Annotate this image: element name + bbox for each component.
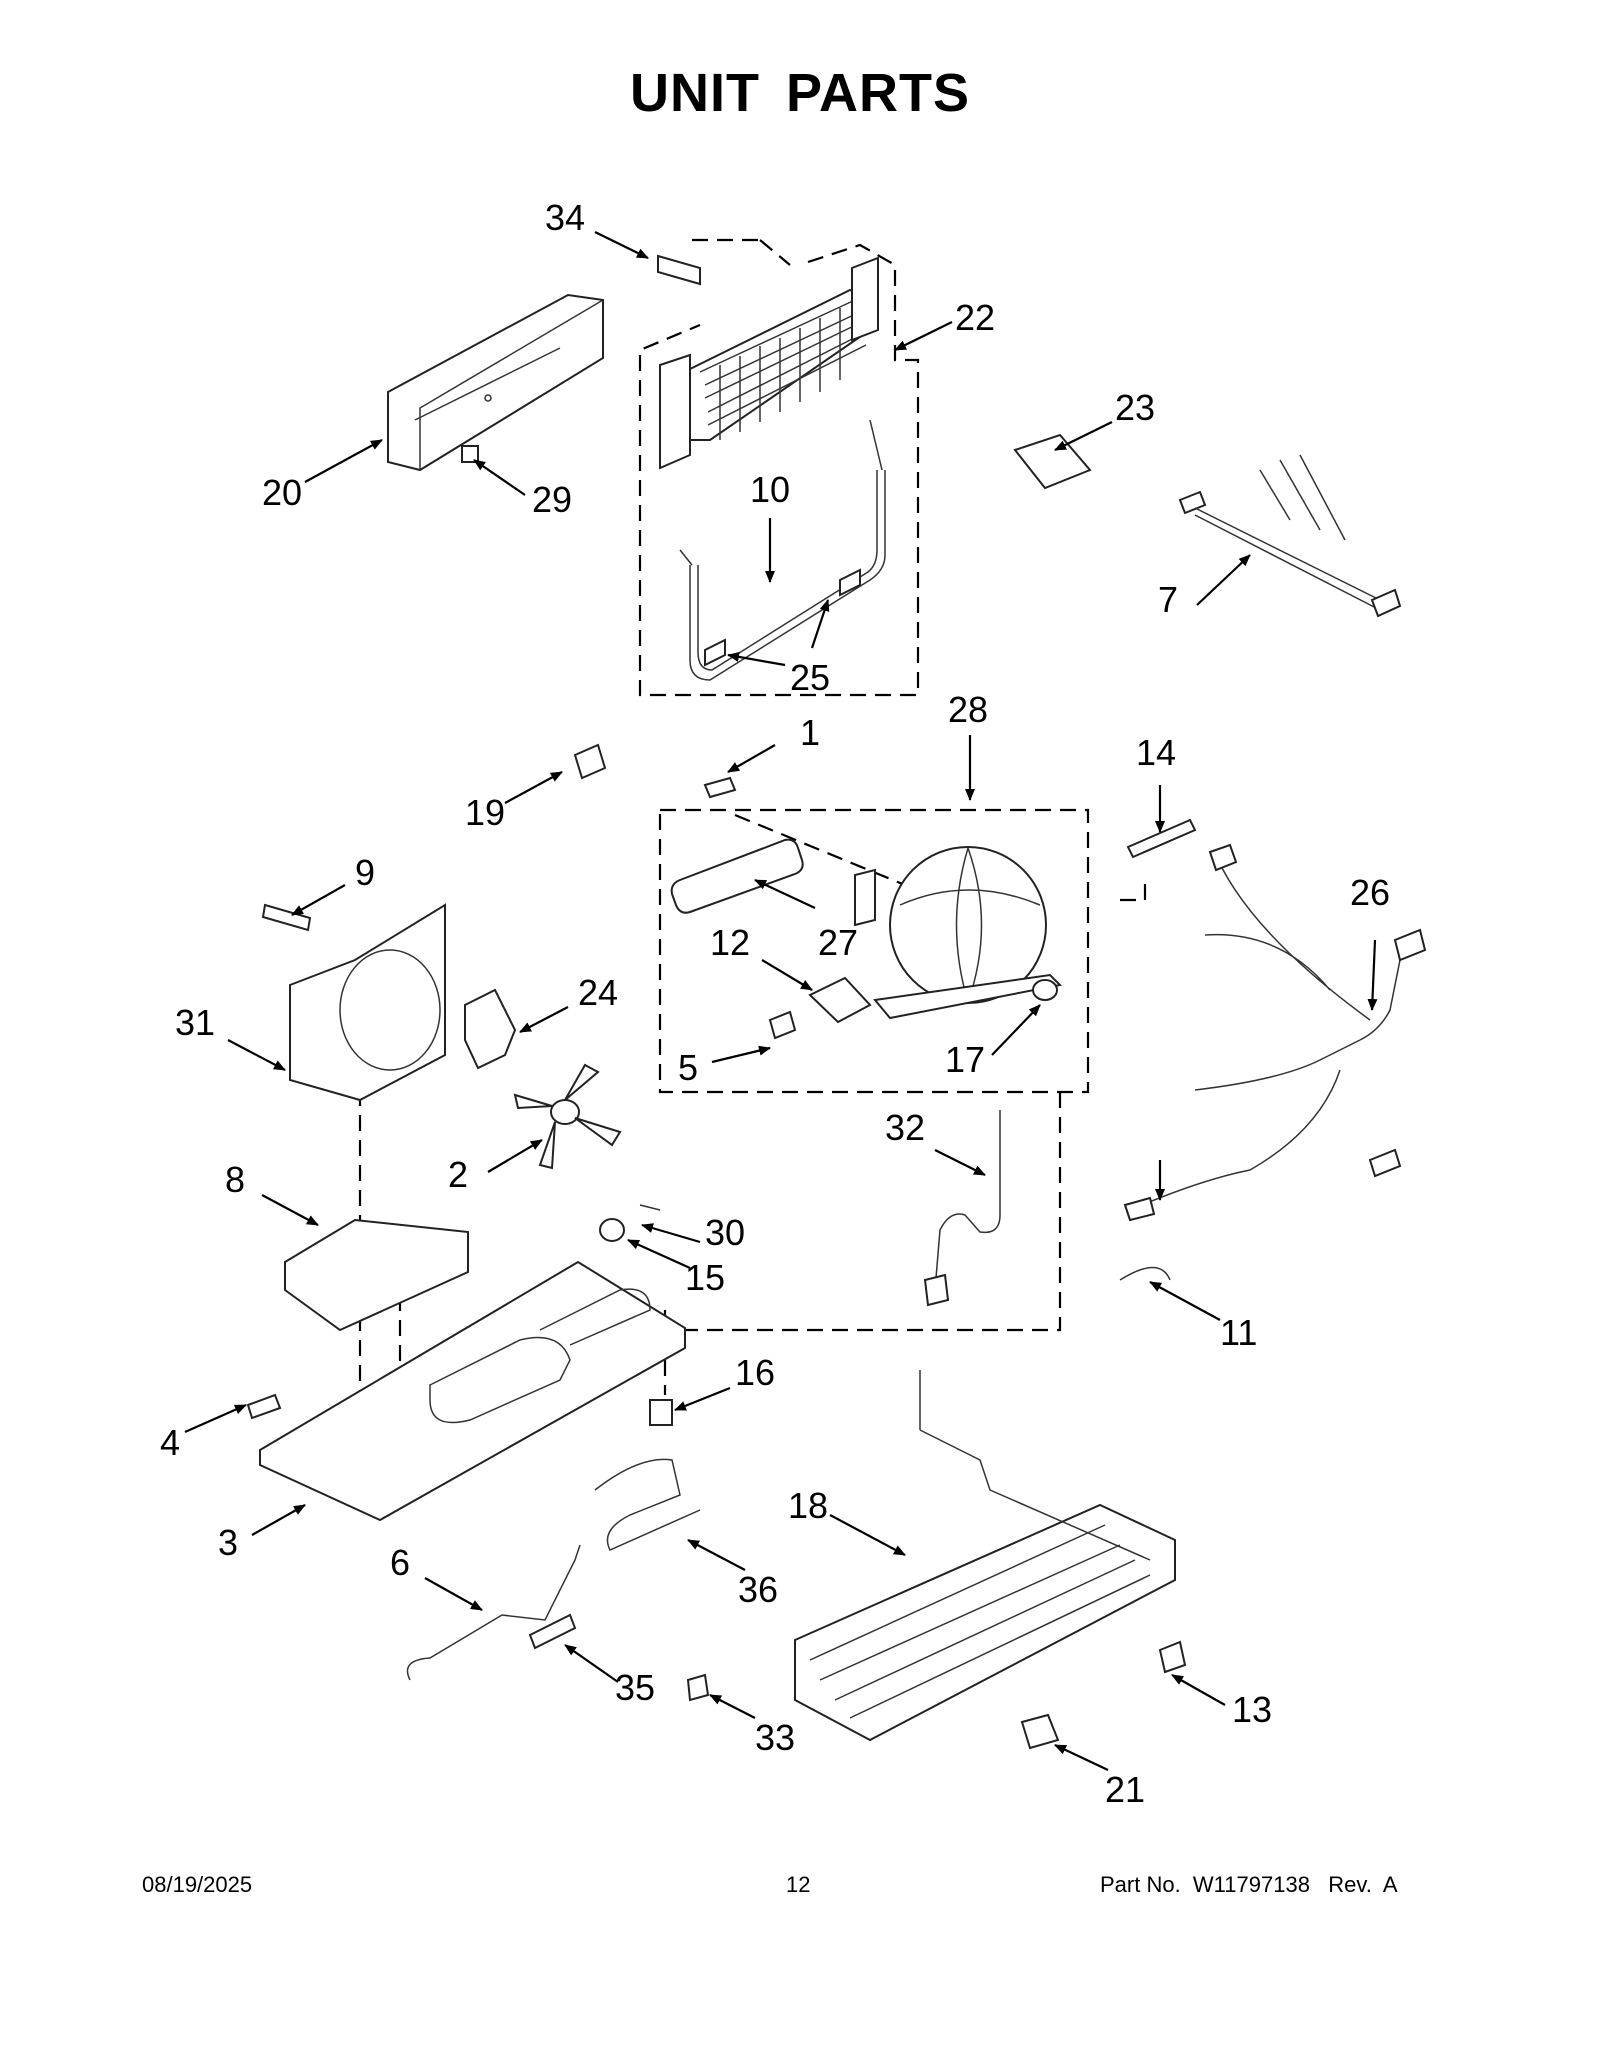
callout-31: 31 <box>175 1002 215 1043</box>
grommet-part <box>686 1673 710 1702</box>
wire-harness-part <box>1178 454 1402 618</box>
pin-part <box>639 1204 661 1211</box>
tube-part <box>406 1544 581 1681</box>
callout-36: 36 <box>738 1569 778 1610</box>
compressor-part <box>854 846 1063 1020</box>
callout-21: 21 <box>1105 1769 1145 1810</box>
clip-part <box>1158 1640 1187 1674</box>
fan-shroud-part <box>289 903 446 1102</box>
main-harness-part <box>1123 843 1427 1222</box>
cover-panel-part <box>387 293 604 472</box>
sleeve-part <box>528 1613 577 1650</box>
callout-29: 29 <box>532 479 572 520</box>
callout-14: 14 <box>1136 732 1176 773</box>
callout-23: 23 <box>1115 387 1155 428</box>
callout-12: 12 <box>710 922 750 963</box>
condenser-part <box>794 1370 1176 1742</box>
callout-34: 34 <box>545 197 585 238</box>
tube-part <box>923 1110 1001 1307</box>
callout-1: 1 <box>800 712 820 753</box>
page-title: UNIT PARTS <box>630 63 970 123</box>
callout-8: 8 <box>225 1159 245 1200</box>
overload-part <box>768 1010 797 1040</box>
fan-motor-part <box>464 988 517 1070</box>
drain-hose-part <box>594 1458 701 1551</box>
screw-part <box>246 1393 282 1420</box>
callout-16: 16 <box>735 1352 775 1393</box>
footer-page-number: 12 <box>786 1872 811 1897</box>
fitting-part <box>573 743 607 780</box>
callout-26: 26 <box>1350 872 1390 913</box>
callout-7: 7 <box>1158 579 1178 620</box>
callout-13: 13 <box>1232 1689 1272 1730</box>
clip-part <box>1119 1266 1171 1281</box>
callout-30: 30 <box>705 1212 745 1253</box>
bracket-part <box>284 1218 469 1332</box>
base-pan-part <box>259 1260 686 1522</box>
callout-4: 4 <box>160 1422 180 1463</box>
callout-35: 35 <box>615 1667 655 1708</box>
callout-17: 17 <box>945 1039 985 1080</box>
callout-19: 19 <box>465 792 505 833</box>
callout-18: 18 <box>788 1485 828 1526</box>
callout-27: 27 <box>818 922 858 963</box>
bolt-part <box>703 776 737 799</box>
callout-10: 10 <box>750 469 790 510</box>
callout-24: 24 <box>578 972 618 1013</box>
footer-part-number: Part No. W11797138 Rev. A <box>1100 1872 1398 1897</box>
relay-part <box>808 976 872 1024</box>
callout-22: 22 <box>955 297 995 338</box>
screw-part <box>649 1399 673 1426</box>
footer-date: 08/19/2025 <box>142 1872 253 1897</box>
callout-32: 32 <box>885 1107 925 1148</box>
callout-15: 15 <box>685 1257 725 1298</box>
callout-20: 20 <box>262 472 302 513</box>
drain-part <box>1020 1713 1060 1750</box>
callout-9: 9 <box>355 852 375 893</box>
strip-part <box>657 254 701 286</box>
callout-labels: 1 2 3 4 5 6 7 8 9 10 11 12 13 14 15 16 1… <box>160 197 1390 1810</box>
clip-part <box>461 445 479 463</box>
callout-25: 25 <box>790 657 830 698</box>
callout-11: 11 <box>1220 1312 1257 1353</box>
strap-part <box>1126 818 1197 859</box>
leader-lines <box>184 231 1378 1771</box>
grommet-part <box>1032 979 1058 1001</box>
callout-3: 3 <box>218 1522 238 1563</box>
callout-5: 5 <box>678 1047 698 1088</box>
fan-blade-part <box>513 1063 622 1170</box>
callout-6: 6 <box>390 1542 410 1583</box>
grommet-part <box>599 1218 625 1242</box>
callout-28: 28 <box>948 689 988 730</box>
callout-2: 2 <box>448 1154 468 1195</box>
drier-part <box>670 838 804 914</box>
callout-33: 33 <box>755 1717 795 1758</box>
defrost-heater-part <box>679 419 886 681</box>
board-part <box>1013 433 1092 490</box>
evaporator-part <box>659 256 879 470</box>
